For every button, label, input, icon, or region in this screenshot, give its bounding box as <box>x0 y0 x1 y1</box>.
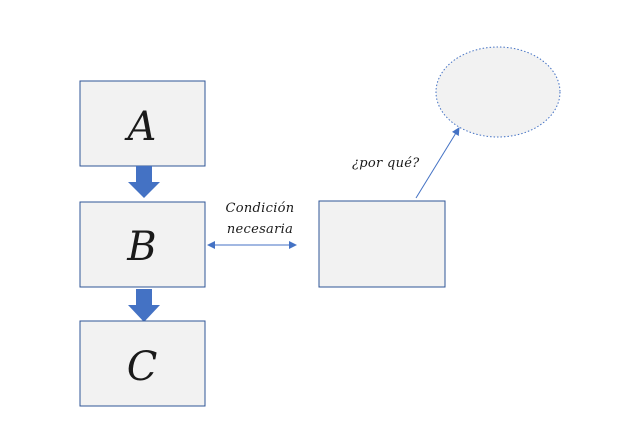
box-c: C <box>79 320 206 407</box>
connector-label-line2: necesaria <box>227 222 293 237</box>
box-a: A <box>79 80 206 167</box>
right-box <box>318 200 446 288</box>
box-b-label: B <box>126 224 156 270</box>
down-arrow-a-to-b <box>128 166 160 198</box>
box-b: B <box>79 201 206 288</box>
box-c-label: C <box>127 344 158 390</box>
box-a-label: A <box>124 104 157 150</box>
diagonal-arrow <box>415 127 460 199</box>
thought-bubble <box>435 46 561 138</box>
connector-label-line1: Condición <box>226 201 295 216</box>
down-arrow-b-to-c <box>128 289 160 322</box>
question-label: ¿por qué? <box>352 156 420 171</box>
